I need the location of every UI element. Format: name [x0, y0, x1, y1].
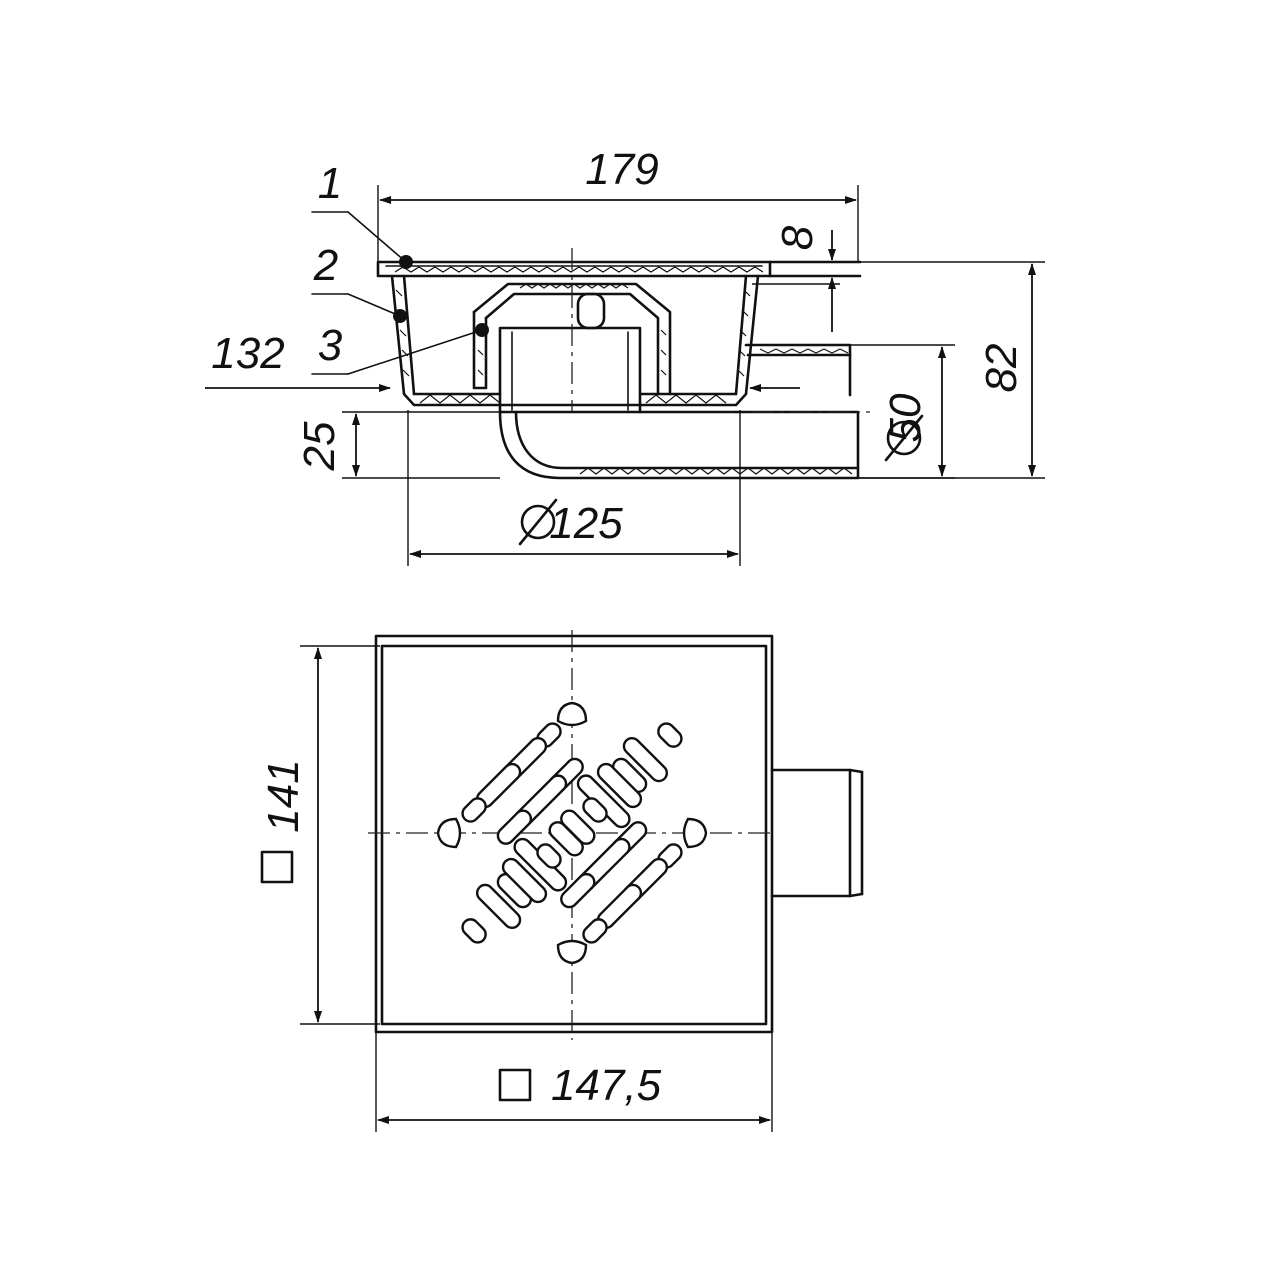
grate-flange: [376, 260, 862, 278]
callout-1: 1: [311, 159, 413, 269]
dim-width: 179: [377, 145, 859, 262]
grate-slot: [536, 843, 562, 869]
dim-base-label: 25: [295, 421, 344, 471]
grate-tip-slot: [556, 939, 588, 965]
grate-slot: [461, 797, 487, 823]
top-outlet: [770, 768, 852, 898]
dim-body: 125: [407, 410, 741, 566]
grate-slot: [501, 857, 548, 904]
callout-3-label: 3: [318, 321, 343, 370]
callout-1-label: 1: [318, 159, 342, 208]
dim-height: 82: [858, 261, 1045, 479]
side-view: 179 8 82 50: [205, 145, 1045, 566]
dim-body-label: 125: [549, 499, 623, 548]
grate-slot: [622, 736, 669, 783]
grate-slots: [436, 701, 708, 965]
callout-2-label: 2: [313, 241, 338, 290]
grate-slot: [461, 918, 487, 944]
dim-flange: 8: [752, 225, 840, 332]
elbow-outlet: [498, 410, 860, 480]
grate-slot: [560, 872, 596, 909]
grate-slot: [496, 809, 533, 845]
grate-slot: [657, 722, 683, 748]
drain-body: [390, 274, 760, 407]
dim-horizontal: 147,5: [375, 1032, 773, 1132]
grate-tip-slot: [556, 701, 588, 727]
callout-3: 3: [311, 321, 489, 375]
trap-bell: [472, 282, 672, 396]
dim-left-label: 132: [211, 329, 284, 378]
grate-slot: [475, 883, 522, 930]
inner-pipe: [498, 326, 642, 414]
dim-flange-label: 8: [773, 225, 822, 250]
square-symbol-horizontal: [498, 1068, 532, 1102]
dim-outlet: 50: [850, 344, 955, 479]
dim-left: 132: [205, 329, 800, 392]
dim-vertical-label: 141: [259, 759, 308, 832]
top-view: 141 147,5: [259, 630, 864, 1132]
dim-base: 25: [295, 411, 500, 479]
callout-2: 2: [311, 241, 407, 323]
dim-width-label: 179: [585, 145, 658, 194]
grate-slot: [582, 918, 608, 944]
diameter-symbol-body: [518, 498, 558, 546]
square-symbol-vertical: [260, 850, 294, 884]
dim-height-label: 82: [977, 344, 1026, 393]
grate-slot: [548, 821, 584, 857]
dim-horizontal-label: 147,5: [551, 1061, 662, 1110]
diameter-symbol-outlet: [884, 414, 924, 462]
grate-tip-slot: [682, 817, 708, 849]
outer-frame: [374, 634, 774, 1034]
grate-slot: [582, 797, 608, 823]
inner-frame: [380, 644, 768, 1026]
grate-tip-slot: [436, 817, 462, 849]
dim-vertical: 141: [259, 645, 380, 1025]
